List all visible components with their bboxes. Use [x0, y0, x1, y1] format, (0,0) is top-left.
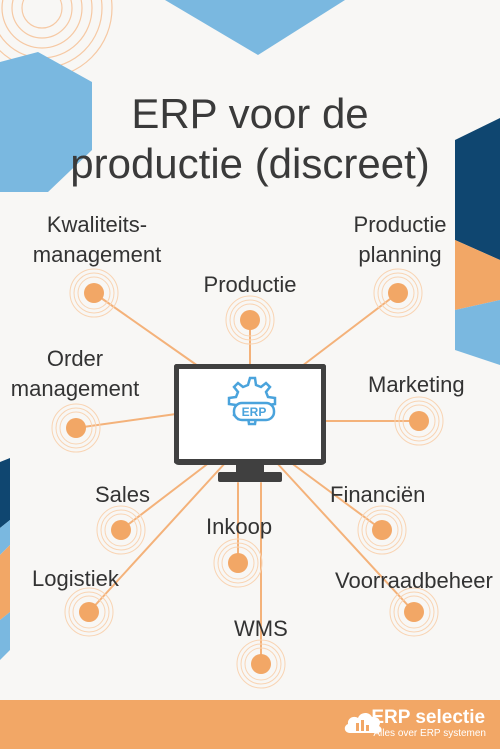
node-target-marketing	[394, 396, 444, 446]
node-target-sales	[96, 505, 146, 555]
brand-block: ERP selectie Alles over ERP systemen	[371, 708, 486, 740]
label-marketing: Marketing	[368, 372, 465, 397]
connector-kwaliteit	[93, 292, 199, 367]
connector-voorraad	[275, 461, 415, 613]
cloud-logo-icon	[344, 712, 382, 733]
node-target-inkoop	[213, 538, 263, 588]
label-wms: WMS	[234, 616, 288, 641]
left-light-blue-band	[0, 520, 10, 555]
gear-icon	[227, 376, 277, 426]
title-line-2: productie (discreet)	[70, 140, 430, 187]
connector-sales	[120, 461, 211, 531]
monitor-icon: ERP	[174, 364, 326, 482]
label-sales: Sales	[95, 482, 151, 507]
label-kwaliteitsmanagement: Kwaliteits- management	[32, 212, 162, 267]
node-target-productie	[225, 295, 275, 345]
connector-order	[75, 413, 177, 429]
label-financien: Financiën	[330, 482, 426, 507]
node-target-logistiek	[64, 587, 114, 637]
node-target-kwaliteit	[69, 268, 119, 318]
left-light-blue-hexagon	[0, 52, 92, 192]
label-logistiek: Logistiek	[32, 566, 119, 591]
label-order-management: Order management	[10, 346, 140, 401]
brand-name: ERP selectie	[371, 707, 486, 728]
node-target-financien	[357, 505, 407, 555]
label-productie-planning: Productie planning	[353, 212, 447, 267]
node-target-wms	[236, 639, 286, 689]
brand-tagline: Alles over ERP systemen	[373, 728, 486, 739]
node-target-voorraad	[389, 587, 439, 637]
connector-logistiek	[88, 461, 227, 613]
connector-financien	[289, 461, 383, 531]
erp-badge	[232, 401, 276, 422]
erp-badge-text: ERP	[242, 405, 267, 419]
label-voorraadbeheer: Voorraadbeheer	[335, 568, 493, 593]
node-target-planning	[373, 268, 423, 318]
left-orange-band	[0, 545, 10, 620]
title-line-1: ERP voor de	[131, 90, 369, 137]
label-inkoop: Inkoop	[206, 514, 273, 539]
right-light-blue-band	[455, 300, 500, 365]
node-target-order	[51, 403, 101, 453]
top-light-blue-triangle	[165, 0, 345, 55]
right-dark-blue-band	[455, 118, 500, 260]
left-light-blue-band-bottom	[0, 612, 10, 660]
left-dark-blue-band	[0, 458, 10, 528]
footer-bar	[0, 700, 500, 749]
label-productie: Productie	[203, 272, 297, 297]
right-orange-band	[455, 240, 500, 310]
